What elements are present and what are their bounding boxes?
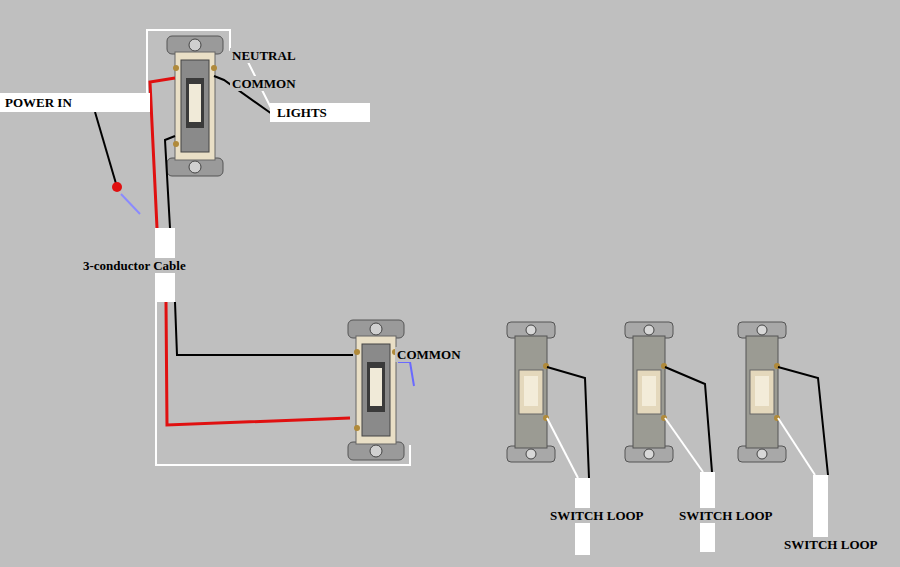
terminal-label: COMMON — [230, 76, 298, 91]
terminal-label: COMMON — [395, 347, 463, 362]
cable-label: 3-conductor Cable — [81, 258, 188, 273]
cable-label: SWITCH LOOP — [677, 508, 775, 523]
cable-label: SWITCH LOOP — [548, 508, 646, 523]
cable-label: SWITCH LOOP — [782, 537, 880, 552]
wire-label: NEUTRAL — [230, 48, 298, 63]
tag-text: LIGHTS — [277, 105, 363, 120]
tag-text: POWER IN — [5, 95, 145, 110]
lights-tag: LIGHTS — [270, 103, 370, 122]
power-in-tag: POWER IN — [0, 93, 150, 112]
